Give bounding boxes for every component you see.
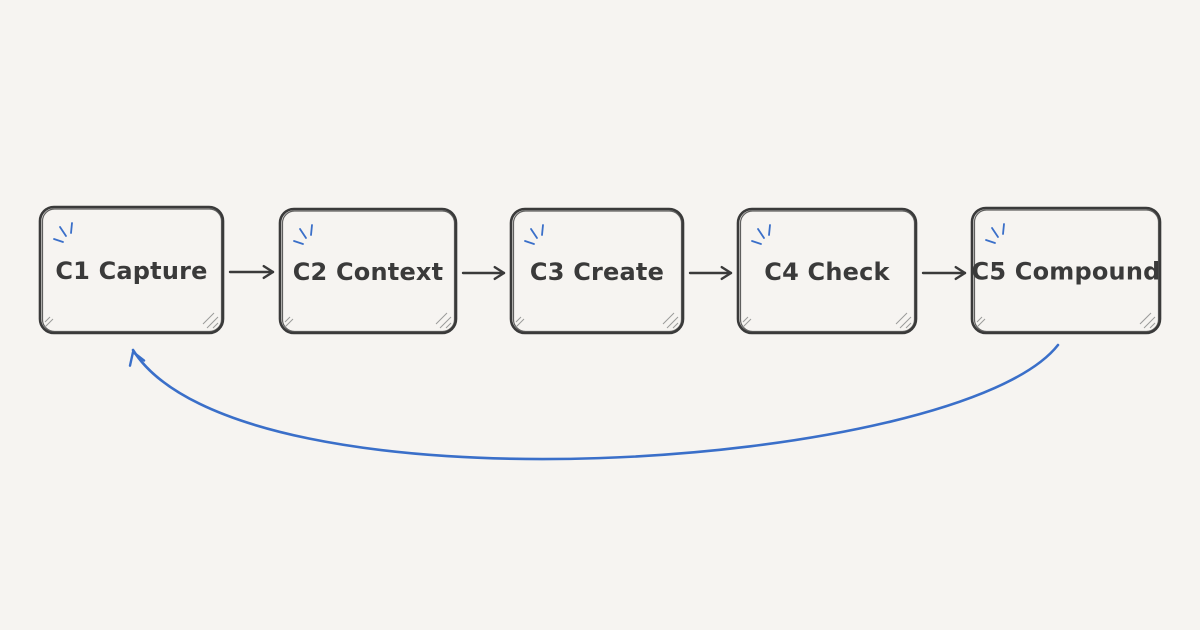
hatch-mark xyxy=(1139,312,1156,329)
hatch-mark xyxy=(435,312,452,329)
node-c5: C5 Compound xyxy=(970,206,1162,335)
return-arrow-line xyxy=(131,343,1060,461)
node-border xyxy=(970,206,1162,335)
hatch-mark xyxy=(202,312,219,329)
arrowhead-icon xyxy=(128,350,146,367)
node-c1: C1 Capture xyxy=(38,205,225,335)
hatch-mark xyxy=(44,316,54,328)
arrowhead-icon xyxy=(262,264,275,280)
spark-icon xyxy=(293,224,313,245)
arrowhead-icon xyxy=(720,265,733,281)
spark-icon xyxy=(524,224,544,245)
node-label: C5 Compound xyxy=(972,258,1161,286)
node-border xyxy=(278,207,458,335)
hatch-mark xyxy=(976,316,986,328)
spark-icon xyxy=(751,224,771,245)
node-c2: C2 Context xyxy=(278,207,458,335)
edges-layer xyxy=(128,264,1060,461)
node-label: C3 Create xyxy=(530,258,664,286)
arrowhead-icon xyxy=(954,265,967,281)
edge-c5-c1 xyxy=(128,343,1060,461)
edge-c1-c2 xyxy=(228,264,275,280)
node-border-inner xyxy=(739,210,916,333)
arrowhead-icon xyxy=(493,265,506,281)
node-label: C4 Check xyxy=(764,258,890,286)
node-border xyxy=(509,207,685,335)
edge-c4-c5 xyxy=(921,265,967,281)
spark-icon xyxy=(985,223,1005,244)
node-border-inner xyxy=(973,209,1160,333)
node-border xyxy=(736,207,918,335)
node-c3: C3 Create xyxy=(509,207,685,335)
edge-c2-c3 xyxy=(461,265,506,281)
node-label: C1 Capture xyxy=(55,257,207,285)
node-border-inner xyxy=(41,208,223,333)
hatch-mark xyxy=(895,312,912,329)
node-label: C2 Context xyxy=(293,258,444,286)
node-border xyxy=(38,205,225,335)
hatch-mark xyxy=(515,316,525,328)
node-border-inner xyxy=(281,210,456,333)
nodes-layer: C1 Capture C2 Context C3 Create C4 Check C5 … xyxy=(38,205,1162,335)
node-border-inner xyxy=(512,210,683,333)
spark-icon xyxy=(53,222,73,243)
hatch-mark xyxy=(742,316,752,328)
edge-c3-c4 xyxy=(688,265,733,281)
hatch-mark xyxy=(284,316,294,328)
hatch-mark xyxy=(662,312,679,329)
node-c4: C4 Check xyxy=(736,207,918,335)
